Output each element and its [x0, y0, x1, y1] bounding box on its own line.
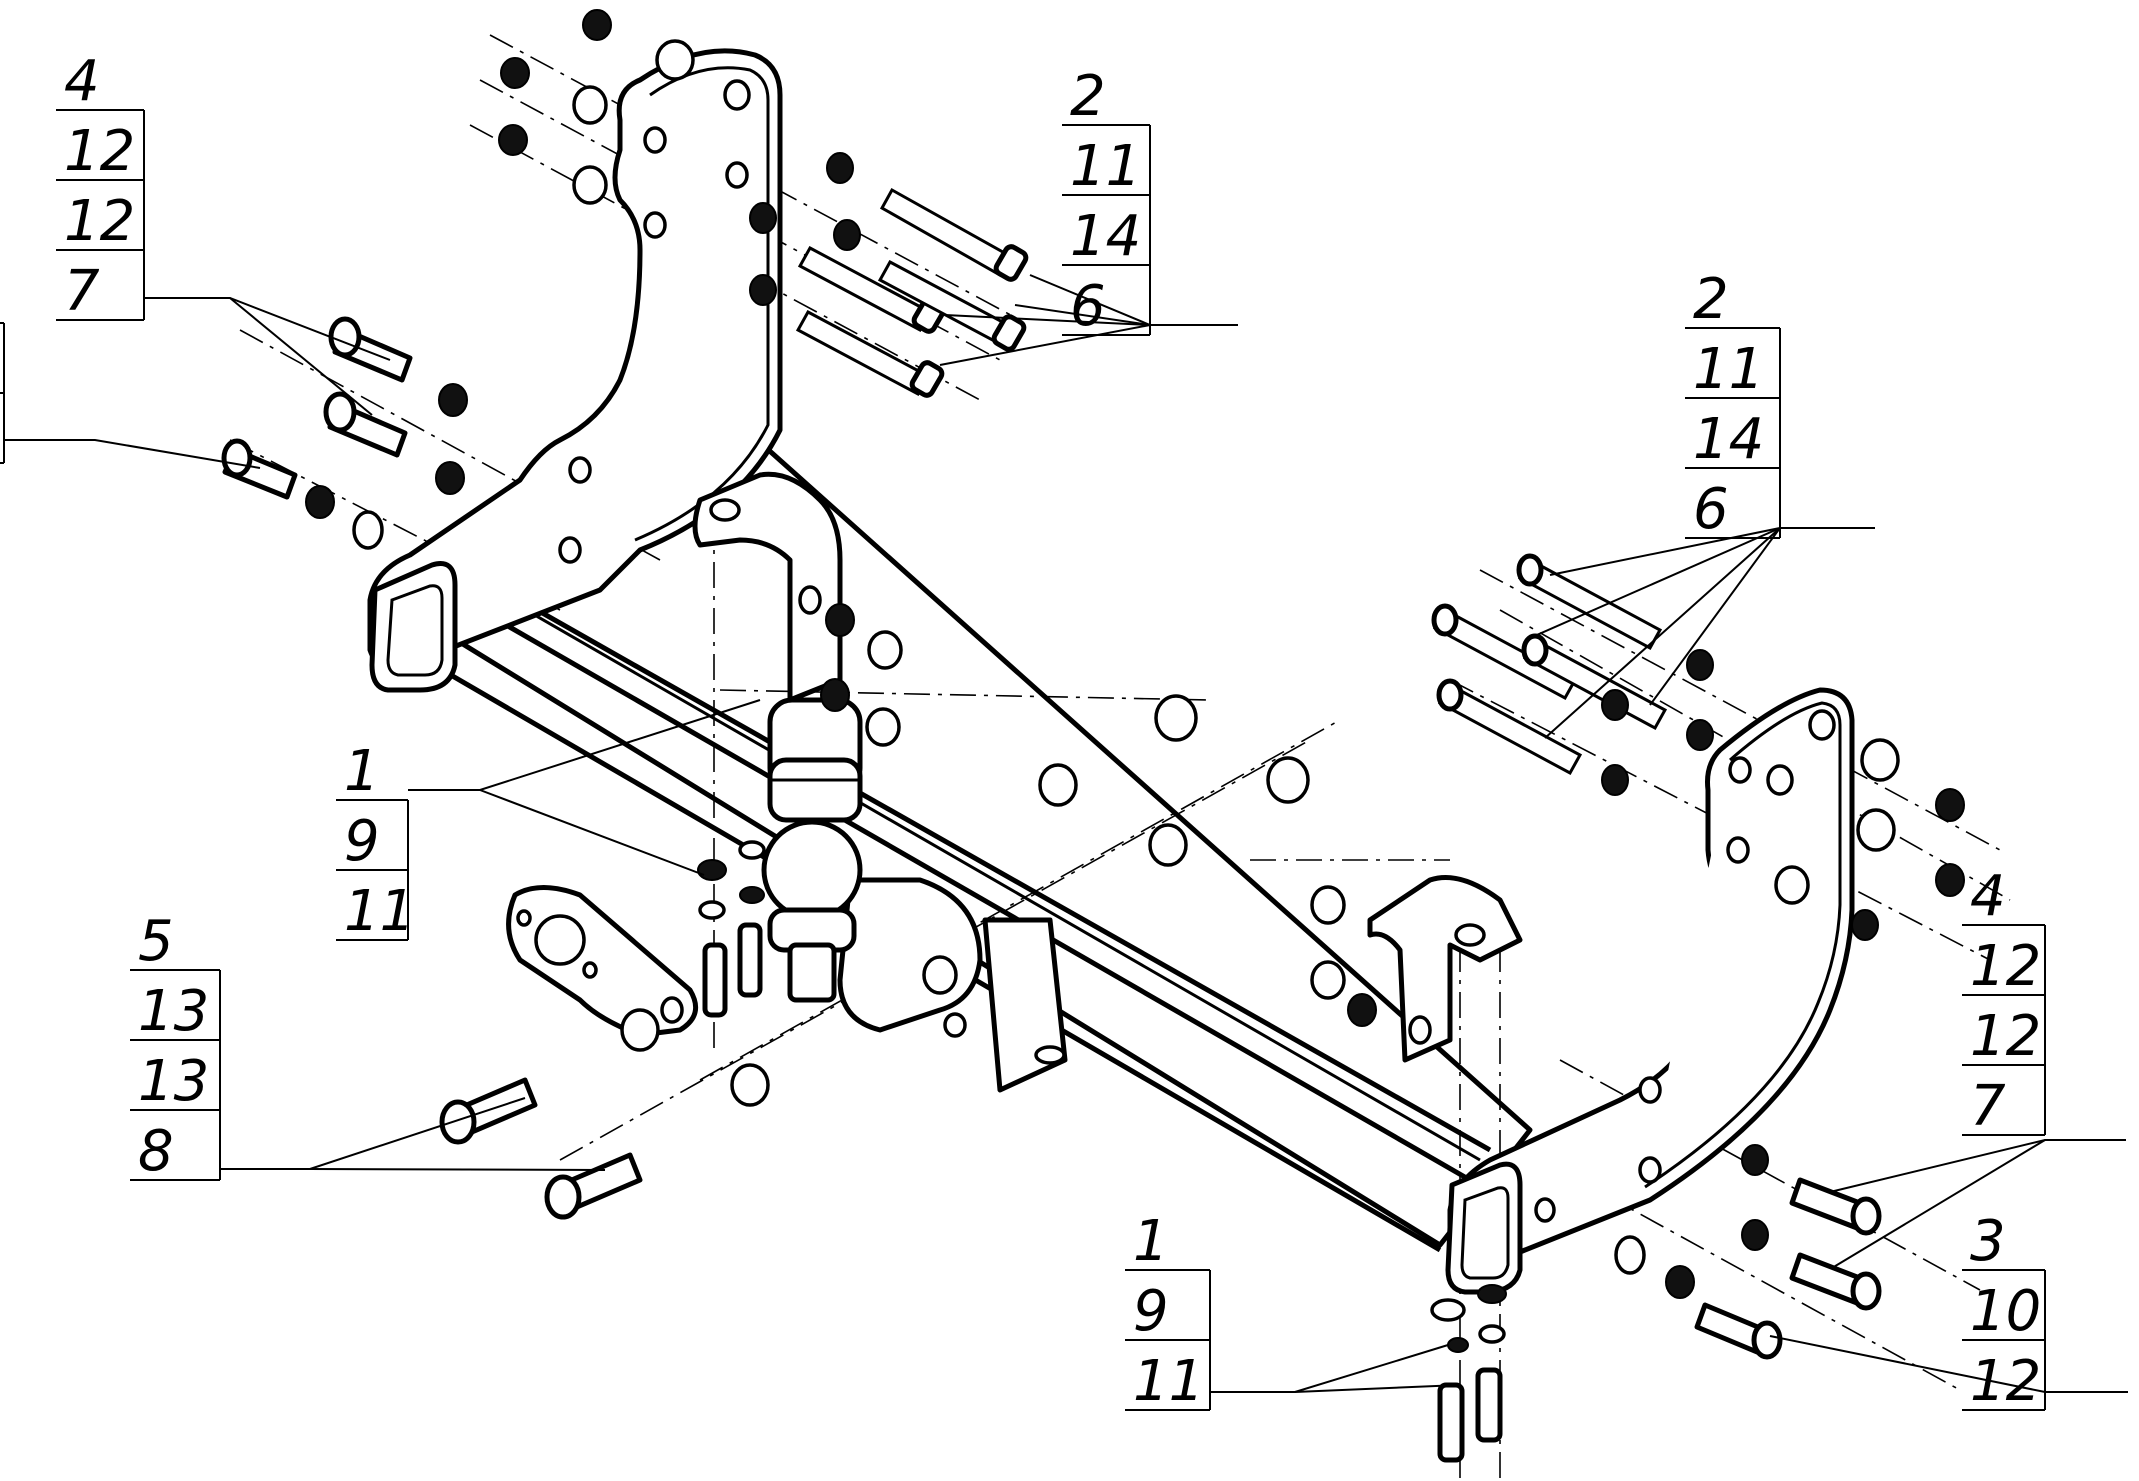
callout-number: 8 [138, 1119, 174, 1184]
callout-number: 11 [1133, 1349, 1204, 1414]
callout-number: 12 [1970, 1349, 2041, 1414]
callout-number: 11 [1693, 337, 1764, 402]
socket-plate [506, 885, 699, 1038]
callout-number: 6 [1070, 274, 1106, 339]
callout-number: 13 [138, 979, 209, 1044]
right-lower-bolts [1430, 1284, 1507, 1463]
callout-number: 4 [64, 49, 100, 114]
callout-number: 1 [344, 739, 380, 804]
callout-number: 7 [1970, 1074, 2006, 1139]
callout-number: 2 [1693, 267, 1729, 332]
callout-number: 9 [344, 809, 380, 874]
callout-number: 9 [1133, 1279, 1169, 1344]
callout-number: 2 [1070, 64, 1106, 129]
socket-plate-bolts [439, 1077, 643, 1220]
callout-number: 12 [64, 189, 135, 254]
callout-number: 11 [344, 879, 415, 944]
callout-leaders [4, 274, 2128, 1393]
callout-number: 3 [1970, 1209, 2006, 1274]
callout-number: 1 [1133, 1209, 1169, 1274]
callout-number: 12 [1970, 934, 2041, 999]
callout-stacks: 4121273101221114621114619115131384121273… [0, 49, 2046, 1414]
left-side-bolts [221, 316, 468, 550]
tow-ball-assembly [761, 697, 1068, 1093]
right-side-bracket [1445, 687, 1855, 1295]
center-nuts-and-washers [620, 603, 1377, 1107]
right-side-bolts [1614, 1144, 1882, 1360]
callout-number: 11 [1070, 134, 1141, 199]
callout-number: 12 [1970, 1004, 2041, 1069]
callout-number: 14 [1070, 204, 1141, 269]
callout-number: 13 [138, 1049, 209, 1114]
callout-number: 7 [64, 259, 100, 324]
callout-number: 10 [1970, 1279, 2041, 1344]
callout-number: 14 [1693, 407, 1764, 472]
left-top-long-bolts [795, 187, 1029, 398]
ball-mount-bolts [697, 840, 766, 1018]
callout-number: 12 [64, 119, 135, 184]
callout-number: 6 [1693, 477, 1729, 542]
right-top-long-bolts [1431, 553, 1965, 941]
right-mounting-plate [1367, 875, 1523, 1063]
callout-number: 5 [138, 909, 174, 974]
callout-number: 4 [1970, 864, 2006, 929]
left-top-nuts-and-washers [498, 9, 861, 306]
